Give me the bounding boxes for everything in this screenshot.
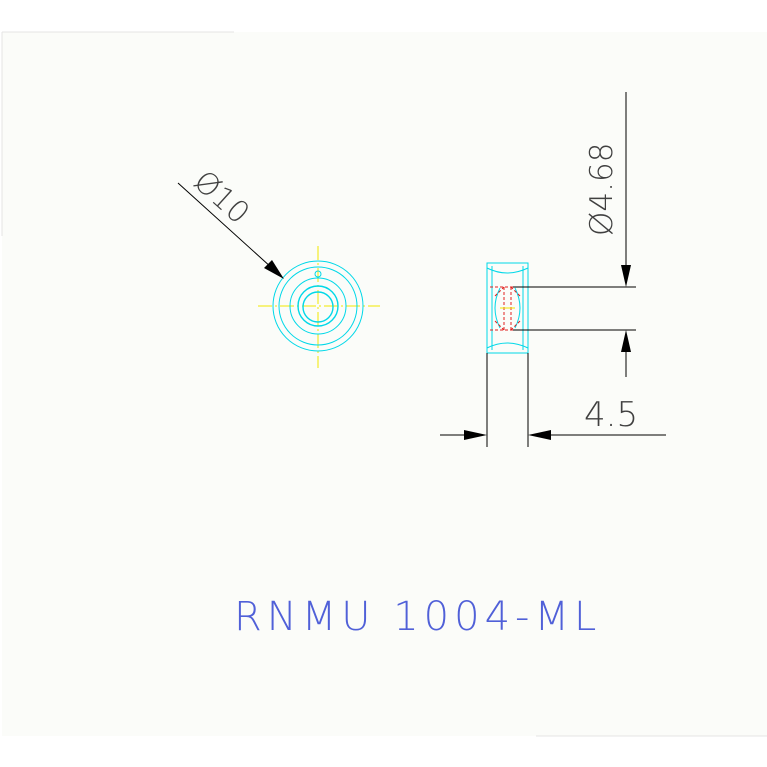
front-view — [258, 246, 380, 368]
width-label: 4.5 — [584, 395, 638, 435]
part-number-title: RNMU 1004-ML — [234, 594, 601, 640]
side-view — [486, 262, 529, 354]
shoulder-circle — [289, 277, 347, 335]
inner-diameter-arrowhead-top — [621, 265, 631, 287]
side-outline — [486, 262, 529, 354]
width-dimension: 4.5 — [440, 353, 666, 447]
inner-diameter-arrowhead-bottom — [621, 330, 631, 352]
inner-diameter-label: Ø4.68 — [584, 143, 620, 236]
width-arrowhead-right — [528, 430, 551, 440]
groove-profile-bottom — [486, 342, 529, 349]
hidden-chamfer-top — [494, 286, 521, 297]
outer-circle — [272, 260, 364, 352]
outer-diameter-arrowhead — [264, 260, 284, 279]
inner-diameter-dimension: Ø4.68 — [513, 92, 636, 377]
width-arrowhead-left — [464, 430, 487, 440]
small-hole-circle — [314, 270, 322, 278]
groove-circle — [278, 266, 358, 346]
bore-circle — [297, 285, 339, 327]
outer-diameter-leader — [177, 182, 273, 269]
inner-bore-circle — [302, 291, 334, 323]
hidden-chamfer-bottom — [494, 320, 521, 331]
groove-profile-top — [486, 267, 529, 274]
drawing-area — [2, 32, 767, 736]
